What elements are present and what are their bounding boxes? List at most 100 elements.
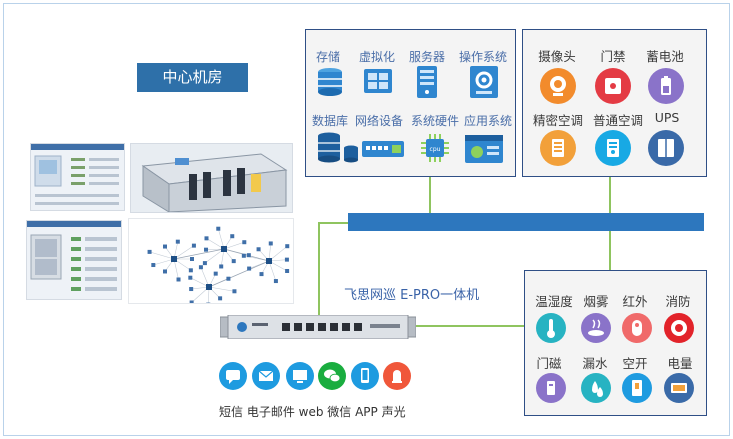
label-breaker: 空开 <box>622 356 648 371</box>
os-icon <box>470 66 498 98</box>
breaker-icon <box>622 373 652 403</box>
label-virtualization: 虚拟化 <box>358 50 395 64</box>
topology-node <box>189 300 194 303</box>
topology-node <box>268 241 273 246</box>
topology-node <box>176 277 181 282</box>
topology-node <box>231 259 236 264</box>
infrared-icon <box>622 313 652 343</box>
topology-node <box>206 302 211 303</box>
sound-light-icon <box>383 362 411 390</box>
topology-node <box>246 253 251 258</box>
label-fire: 消防 <box>665 294 691 309</box>
connector-appliance-env <box>412 325 524 327</box>
rack-appliance <box>220 315 416 339</box>
topology-node <box>190 257 194 261</box>
topology-node <box>188 268 193 273</box>
connector-facility-panel <box>609 177 611 213</box>
label-water-leak: 漏水 <box>582 356 608 371</box>
topology-node <box>213 271 218 276</box>
topology-node <box>163 244 167 249</box>
label-camera: 摄像头 <box>538 49 576 64</box>
environment-panel: 温湿度 烟雾 红外 消防 门磁 漏水 空开 电量 <box>524 270 707 416</box>
sms-icon <box>219 362 247 390</box>
application-window-icon <box>465 135 503 163</box>
storage-icon <box>318 68 342 96</box>
topology-node <box>219 264 224 269</box>
label-temp-humidity: 温湿度 <box>535 294 573 309</box>
fire-alarm-icon <box>664 313 694 343</box>
topology-node <box>256 247 261 252</box>
label-network-device: 网络设备 <box>354 114 403 128</box>
screenshot-3d-room <box>130 143 293 213</box>
water-leak-icon <box>581 373 611 403</box>
door-magnet-icon <box>536 373 566 403</box>
connector-it-panel <box>429 177 431 213</box>
topology-node <box>163 269 167 274</box>
email-icon <box>252 362 280 390</box>
topology-node <box>188 275 193 280</box>
label-access-control: 门禁 <box>600 49 626 64</box>
normal-ac-icon <box>595 130 631 166</box>
network-switch-icon <box>362 141 404 157</box>
screenshot-ups-detail <box>26 220 122 300</box>
topology-node <box>284 257 289 262</box>
topology-node <box>273 279 278 284</box>
topology-hub <box>171 256 177 262</box>
label-smoke: 烟雾 <box>583 294 609 309</box>
label-battery: 蓄电池 <box>646 49 684 64</box>
topology-node <box>202 261 207 266</box>
topology-node <box>226 276 231 281</box>
label-os: 操作系统 <box>458 50 507 64</box>
topology-node <box>241 253 246 258</box>
web-icon <box>286 362 314 390</box>
topology-node <box>285 244 290 249</box>
topology-hub <box>206 284 212 290</box>
connector-to-appliance <box>318 222 320 322</box>
topology-node <box>198 265 203 270</box>
label-ups: UPS <box>654 110 680 125</box>
center-title: 中心机房 <box>137 63 248 92</box>
topology-node <box>151 263 156 268</box>
server-icon <box>417 66 437 98</box>
topology-node <box>147 249 152 254</box>
label-door-magnet: 门磁 <box>536 356 562 371</box>
virtualization-icon <box>364 69 392 93</box>
connector-env-panel <box>609 231 611 270</box>
ups-icon <box>648 130 684 166</box>
power-meter-icon <box>664 373 694 403</box>
data-bus <box>348 213 704 231</box>
wechat-icon <box>318 362 346 390</box>
topology-node <box>242 240 247 245</box>
topology-node <box>259 272 264 277</box>
topology-node <box>285 268 290 273</box>
door-access-icon <box>595 68 631 104</box>
cpu-icon: cpu <box>421 134 449 162</box>
topology-node <box>247 266 252 271</box>
label-infrared: 红外 <box>622 294 648 309</box>
topology-node <box>230 234 235 239</box>
product-name: 飞思网巡 E-PRO一体机 <box>344 288 480 303</box>
topology-node <box>191 243 196 248</box>
facility-panel: 摄像头 门禁 蓄电池 精密空调 普通空调 UPS <box>522 29 707 177</box>
outer-frame <box>3 3 730 436</box>
camera-icon <box>540 68 576 104</box>
topology-node <box>218 296 223 301</box>
topology-node <box>204 247 209 252</box>
label-storage: 存储 <box>315 50 340 64</box>
smoke-icon <box>581 313 611 343</box>
app-icon <box>351 362 379 390</box>
label-server: 服务器 <box>408 50 445 64</box>
svg-text:cpu: cpu <box>430 146 441 153</box>
label-database: 数据库 <box>311 114 348 128</box>
thermometer-icon <box>536 313 566 343</box>
screenshot-device-detail <box>30 143 125 211</box>
topology-node <box>216 226 221 231</box>
topology-hub <box>221 246 227 252</box>
label-normal-ac: 普通空调 <box>592 113 643 128</box>
screenshot-topology <box>128 218 294 304</box>
label-system-hardware: 系统硬件 <box>410 114 459 128</box>
label-precision-ac: 精密空调 <box>532 113 583 128</box>
precision-ac-icon <box>540 130 576 166</box>
label-power: 电量 <box>667 356 693 371</box>
